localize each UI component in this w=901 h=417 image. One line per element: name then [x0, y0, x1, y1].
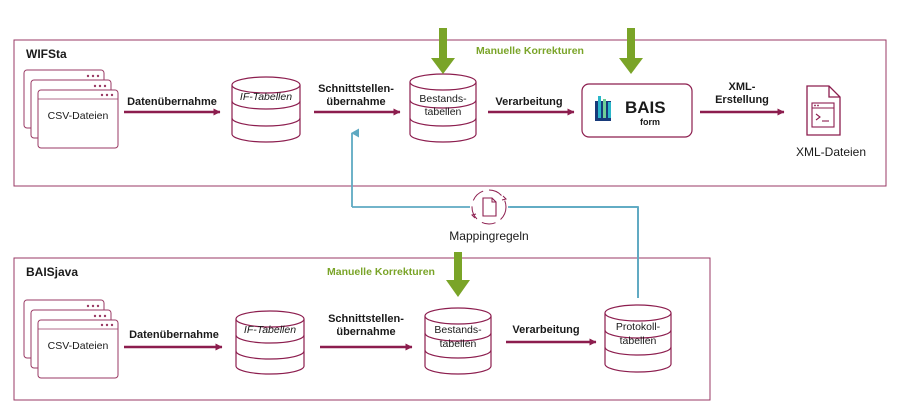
label-xml-erstellung-1: XML-: [729, 81, 756, 93]
database-icon: [604, 304, 672, 373]
label-schnittstellen-top-2: übernahme: [326, 96, 385, 108]
if-tables-label-bottom: IF-Tabellen: [244, 324, 296, 336]
bestand-label-top-2: tabellen: [425, 106, 462, 118]
correction-arrow: [431, 28, 455, 74]
mapping-rules-label: Mappingregeln: [449, 229, 528, 243]
mapping-rules-icon: [471, 189, 507, 225]
bais-subtitle: form: [640, 117, 660, 127]
label-schnittstellen-bottom-2: übernahme: [336, 326, 395, 338]
panel-baisjava: [13, 257, 711, 401]
panel-title-wifsta: WIFSta: [26, 47, 67, 61]
protokoll-label-1: Protokoll-: [616, 321, 661, 333]
panel-title-baisjava: BAISjava: [26, 265, 78, 279]
protokoll-label-2: tabellen: [620, 335, 657, 347]
bais-logo-icon: [595, 96, 611, 121]
database-icon: [231, 76, 301, 143]
bais-title: BAIS: [625, 98, 666, 117]
database-icon: [409, 73, 477, 143]
correction-arrow: [619, 28, 643, 74]
manual-corrections-label-top: Manuelle Korrekturen: [476, 45, 584, 57]
xml-file-icon: [806, 85, 841, 136]
label-verarbeitung-bottom: Verarbeitung: [512, 324, 579, 336]
xml-files-label: XML-Dateien: [796, 145, 866, 159]
csv-label-top: CSV-Dateien: [48, 110, 109, 122]
label-schnittstellen-bottom-1: Schnittstellen-: [328, 313, 404, 325]
label-datenuebernahme-bottom: Datenübernahme: [129, 329, 219, 341]
label-schnittstellen-top-1: Schnittstellen-: [318, 83, 394, 95]
correction-arrow: [446, 252, 470, 297]
csv-files-icon: [23, 69, 119, 149]
csv-label-bottom: CSV-Dateien: [48, 340, 109, 352]
database-icon: [235, 310, 305, 375]
label-xml-erstellung-2: Erstellung: [715, 94, 769, 106]
label-datenuebernahme-top: Datenübernahme: [127, 96, 217, 108]
label-verarbeitung-top: Verarbeitung: [495, 96, 562, 108]
if-tables-label-top: IF-Tabellen: [240, 91, 292, 103]
panel-wifsta: [13, 39, 887, 187]
bestand-label-bottom-1: Bestands-: [434, 324, 482, 336]
database-icon: [424, 307, 492, 375]
bais-form-box: [581, 83, 693, 138]
mapping-connector-line: [508, 206, 639, 298]
csv-files-icon: [23, 299, 119, 379]
bestand-label-bottom-2: tabellen: [440, 338, 477, 350]
manual-corrections-label-bottom: Manuelle Korrekturen: [327, 266, 435, 278]
bestand-label-top-1: Bestands-: [419, 93, 467, 105]
